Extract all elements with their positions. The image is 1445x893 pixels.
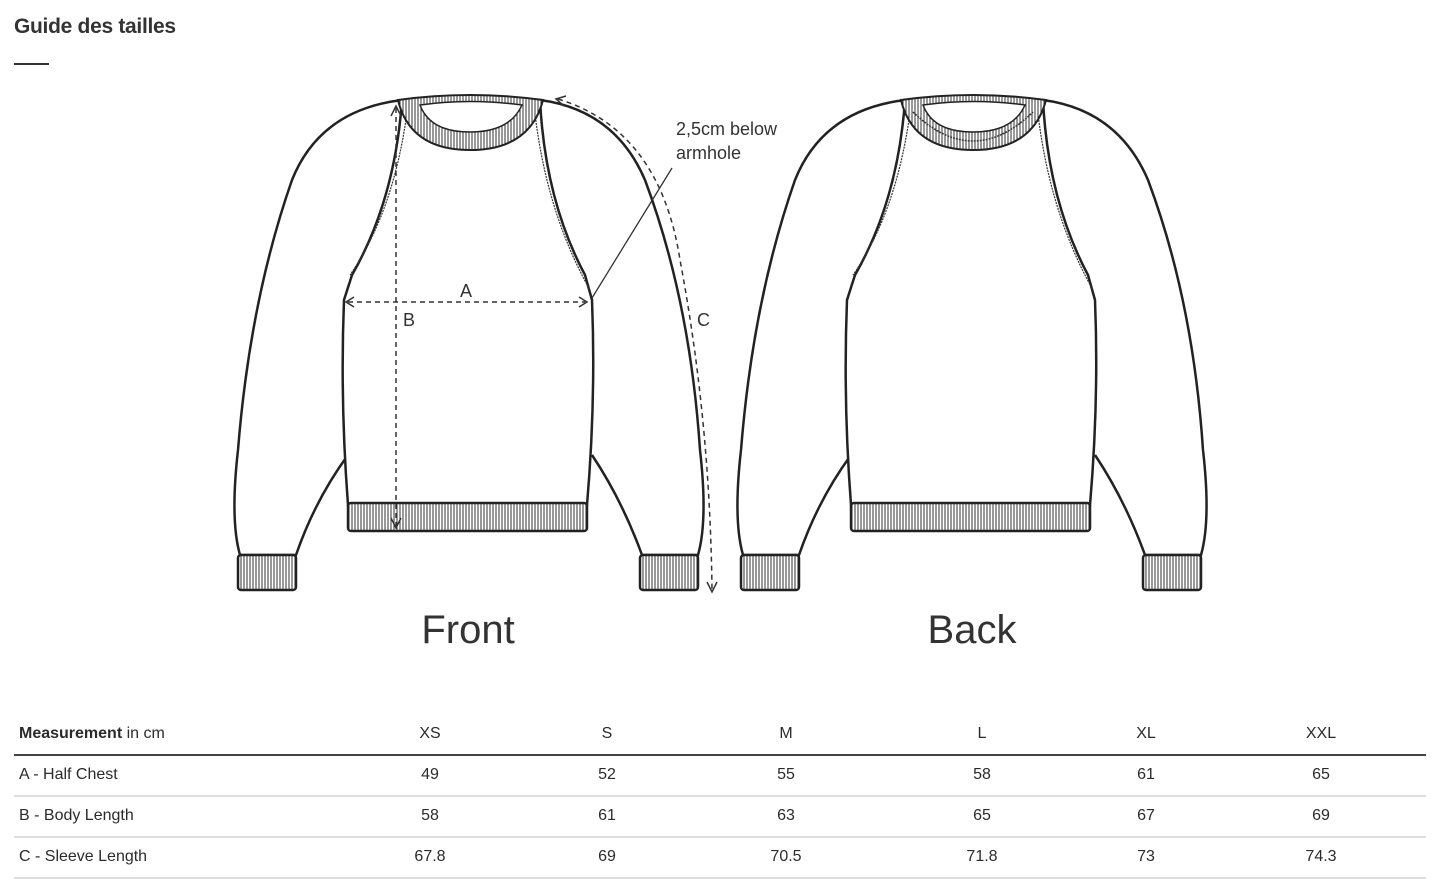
table-row: C - Sleeve Length 67.8 69 70.5 71.8 73 7…: [14, 838, 1426, 879]
page-title: Guide des tailles: [14, 15, 176, 38]
front-view: A B C 2,5cm below armhole: [233, 93, 778, 594]
size-m: M: [779, 725, 793, 742]
front-label: Front: [421, 608, 515, 652]
table-row: A - Half Chest 49 52 55 58 61 65: [14, 756, 1426, 797]
table-header: Measurement in cm XS S M L XL XXL: [14, 715, 1426, 756]
sweatshirt-illustration: A B C 2,5cm below armhole: [233, 93, 1208, 594]
cell: 52: [598, 766, 616, 783]
size-xs: XS: [419, 725, 441, 742]
cell: 55: [777, 766, 795, 783]
cell: 63: [777, 807, 795, 824]
cell: 69: [598, 848, 616, 865]
marker-a: A: [460, 281, 472, 301]
marker-b: B: [403, 310, 415, 330]
header-measurement: Measurement in cm: [19, 725, 165, 743]
back-label: Back: [927, 608, 1017, 652]
cell: 58: [973, 766, 991, 783]
size-l: L: [977, 725, 987, 742]
row-label: C - Sleeve Length: [19, 848, 148, 865]
size-table: Measurement in cm XS S M L XL XXL A - Ha…: [14, 715, 1426, 879]
cell: 61: [1137, 766, 1155, 783]
row-label: A - Half Chest: [19, 766, 118, 783]
size-s: S: [601, 725, 613, 742]
cell: 58: [421, 807, 439, 824]
cell: 65: [973, 807, 991, 824]
header-bold: Measurement: [19, 725, 123, 742]
cell: 61: [598, 807, 616, 824]
annotation-line-1: 2,5cm below: [676, 119, 778, 139]
marker-c: C: [697, 310, 710, 330]
cell: 65: [1312, 766, 1330, 783]
cell: 74.3: [1305, 848, 1337, 865]
back-view: [736, 93, 1208, 592]
table-row: B - Body Length 58 61 63 65 67 69: [14, 797, 1426, 838]
cell: 71.8: [966, 848, 998, 865]
size-xl: XL: [1136, 725, 1156, 742]
header-unit: in cm: [122, 725, 165, 742]
cell: 67.8: [414, 848, 446, 865]
title-underline: [14, 63, 49, 65]
cell: 49: [421, 766, 439, 783]
cell: 69: [1312, 807, 1330, 824]
cell: 70.5: [770, 848, 802, 865]
cell: 73: [1137, 848, 1155, 865]
row-label: B - Body Length: [19, 807, 134, 824]
cell: 67: [1137, 807, 1155, 824]
annotation-line-2: armhole: [676, 143, 741, 163]
size-xxl: XXL: [1305, 725, 1337, 742]
